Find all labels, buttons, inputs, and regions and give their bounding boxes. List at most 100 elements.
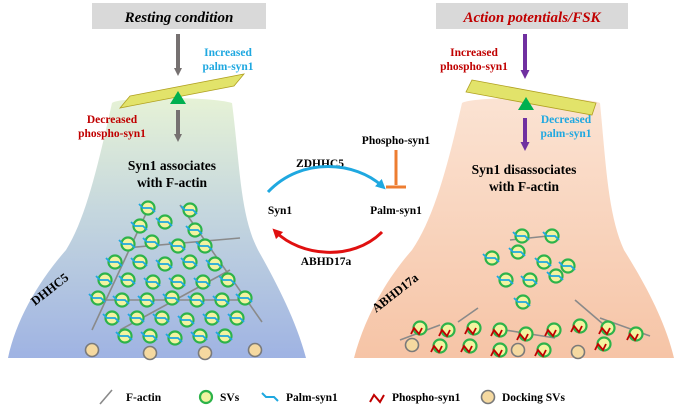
palm-syn1-mark [180, 257, 198, 267]
palm-syn1-mark [520, 275, 538, 285]
palm-syn1-mark [512, 231, 530, 241]
right-decreased-label-1: Decreased [541, 114, 592, 126]
right-assoc-label-2: with F-actin [489, 179, 560, 194]
docking-sv [247, 342, 263, 358]
phospho-syn1-mark [594, 342, 607, 352]
palm-syn1-mark [534, 257, 552, 267]
palm-syn1-mark [155, 217, 173, 227]
palm-syn1-mark [138, 203, 156, 213]
palm-syn1-mark [155, 259, 173, 269]
palm-syn1-mark [215, 331, 233, 341]
right-increased-label-2: phospho-syn1 [440, 61, 508, 73]
palm-syn1-mark [168, 277, 186, 287]
left-title: Resting condition [124, 10, 234, 26]
left-increased-label-1: Increased [204, 47, 252, 59]
palm-syn1-mark [190, 331, 208, 341]
right-lever [465, 79, 597, 116]
palm-syn1-mark [546, 271, 564, 281]
right-title: Action potentials/FSK [462, 10, 601, 26]
palm-syn1-mark [118, 275, 136, 285]
phospho-syn1-mark [534, 348, 547, 358]
palm-syn1-mark [212, 295, 230, 305]
phospho-syn1-mark [570, 324, 583, 334]
palm-syn1-mark [193, 277, 211, 287]
legend-factin-icon [99, 389, 113, 405]
palm-syn1-mark [162, 293, 180, 303]
phospho-syn1-mark [460, 344, 473, 354]
docking-sv [197, 345, 213, 361]
palm-syn1-mark [95, 275, 113, 285]
palm-syn1-mark [496, 275, 514, 285]
palm-syn1-mark [558, 261, 576, 271]
palm-syn1-mark [112, 295, 130, 305]
phospho-syn1-mark [464, 326, 477, 336]
right-sv-group [410, 228, 644, 358]
palm-syn1-mark [168, 241, 186, 251]
palm-syn1-mark [137, 295, 155, 305]
docking-sv [510, 342, 526, 358]
depalmitoylation-arrow [272, 228, 384, 254]
phospho-syn1-mark [438, 328, 451, 338]
palm-syn1-mark [195, 241, 213, 251]
left-decreased-label-2: phospho-syn1 [78, 128, 146, 140]
right-docking-group [404, 337, 586, 360]
phospho-syn1-mark [490, 328, 503, 338]
palm-syn1-mark [513, 297, 531, 307]
palm-syn1-mark [102, 313, 120, 323]
palm-syn1-mark [165, 333, 183, 343]
left-title-box [92, 3, 266, 29]
left-increased-label-2: palm-syn1 [202, 61, 253, 73]
palm-syn1-mark [152, 313, 170, 323]
phospho-syn1-mark [410, 326, 423, 336]
legend-palm-icon [261, 392, 279, 402]
center-palm-label: Palm-syn1 [370, 205, 422, 217]
palm-syn1-mark [118, 239, 136, 249]
legend-phospho-label: Phospho-syn1 [392, 392, 461, 404]
center-phospho-label: Phospho-syn1 [362, 135, 431, 147]
palm-syn1-mark [105, 257, 123, 267]
left-lever [118, 73, 246, 109]
left-terminal-shape [8, 98, 306, 359]
left-docking-group [84, 342, 263, 361]
right-fulcrum [518, 97, 534, 110]
palm-syn1-mark [130, 257, 148, 267]
palm-syn1-mark [127, 313, 145, 323]
legend-phospho-icon [369, 393, 385, 404]
palm-syn1-mark [218, 275, 236, 285]
palmitoylation-arrow [266, 165, 386, 194]
palm-syn1-mark [130, 221, 148, 231]
palm-syn1-mark [143, 277, 161, 287]
right-title-box [436, 3, 628, 29]
palm-syn1-mark [180, 205, 198, 215]
phospho-syn1-mark [430, 344, 443, 354]
legend-sv-label: SVs [220, 392, 240, 404]
palm-syn1-mark [142, 237, 160, 247]
phospho-syn1-mark [490, 348, 503, 358]
left-decreased-label-1: Decreased [87, 114, 138, 126]
palm-syn1-mark [140, 331, 158, 341]
right-increased-label-1: Increased [450, 47, 498, 59]
legend-palm-label: Palm-syn1 [286, 392, 338, 404]
left-assoc-label-1: Syn1 associates [128, 158, 216, 173]
phospho-syn1-mark [516, 332, 529, 342]
right-assoc-label-1: Syn1 disassociates [472, 162, 577, 177]
legend-sv-icon [198, 389, 214, 405]
palm-syn1-mark [542, 231, 560, 241]
right-decreased-label-2: palm-syn1 [540, 128, 591, 140]
palm-syn1-mark [88, 293, 106, 303]
palm-syn1-mark [202, 313, 220, 323]
legend-docking-label: Docking SVs [502, 392, 565, 404]
left-fulcrum [170, 91, 186, 104]
center-abhd17a-label: ABHD17a [301, 256, 352, 268]
docking-sv [570, 344, 586, 360]
palm-syn1-mark [185, 225, 203, 235]
palm-syn1-mark [227, 313, 245, 323]
palm-syn1-mark [187, 295, 205, 305]
legend-docking-icon [480, 389, 496, 405]
palm-syn1-mark [235, 293, 253, 303]
center-syn1-label: Syn1 [268, 205, 293, 217]
left-assoc-label-2: with F-actin [137, 175, 208, 190]
right-terminal-shape [354, 97, 674, 358]
